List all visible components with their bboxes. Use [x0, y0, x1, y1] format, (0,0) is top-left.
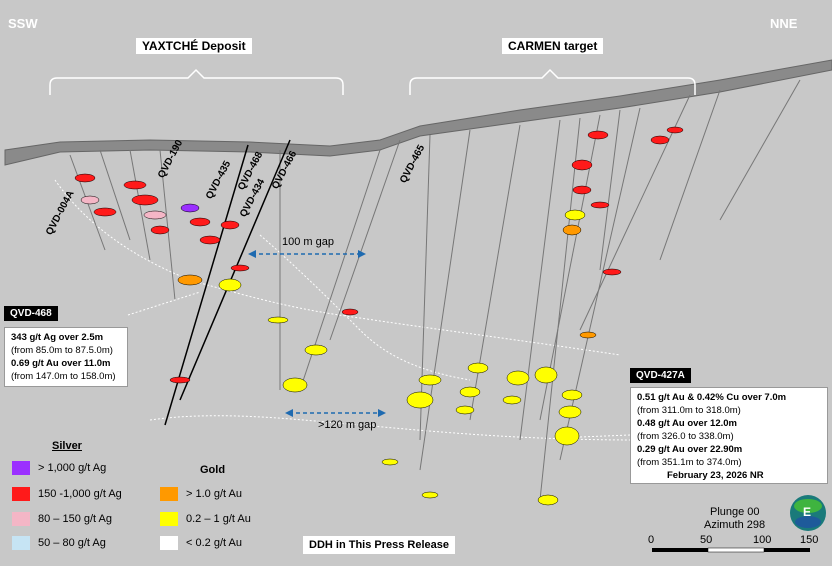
- legend-swatch: [160, 512, 178, 526]
- callout-427a-line: February 23, 2026 NR: [667, 470, 764, 481]
- legend-label: 80 – 150 g/t Ag: [38, 513, 113, 525]
- legend-swatch: [160, 536, 178, 550]
- legend-label: < 0.2 g/t Au: [186, 537, 242, 549]
- callout-468-line: (from 147.0m to 158.0m): [11, 371, 116, 382]
- dotted-boundary-upper: [54, 179, 621, 356]
- callout-468-line: 343 g/t Ag over 2.5m: [11, 332, 104, 343]
- compass-letter: E: [803, 505, 812, 519]
- legend-silver-item: 80 – 150 g/t Ag: [12, 512, 112, 526]
- yaxche-bracket: [49, 68, 344, 95]
- scale-tick-label: 0: [648, 534, 655, 546]
- release-label: DDH in This Press Release: [303, 536, 456, 554]
- legend-label: 50 – 80 g/t Ag: [38, 537, 106, 549]
- callout-427a-line: 0.29 g/t Au over 22.90m: [637, 444, 743, 455]
- legend-gold-title: Gold: [200, 464, 226, 476]
- legend-gold-item: 0.2 – 1 g/t Au: [160, 512, 251, 526]
- carmen-bracket: [409, 68, 696, 95]
- callout-427a-line: (from 351.1m to 374.0m): [637, 457, 742, 468]
- legend-label: 0.2 – 1 g/t Au: [186, 513, 251, 525]
- callout-468-header: QVD-468: [4, 306, 58, 321]
- legend-label: > 1,000 g/t Ag: [38, 462, 107, 474]
- plunge-label: Plunge 00: [710, 506, 760, 518]
- legend-swatch: [160, 487, 178, 501]
- yaxche-label: YAXTCHÉ Deposit: [136, 38, 252, 54]
- gap-label-lower: >120 m gap: [318, 419, 377, 431]
- direction-left: SSW: [8, 16, 38, 31]
- callout-468-line: 0.69 g/t Au over 11.0m: [11, 358, 111, 369]
- legend-silver-item: > 1,000 g/t Ag: [12, 461, 106, 475]
- callout-427a-header: QVD-427A: [630, 368, 691, 383]
- legend-silver-item: 50 – 80 g/t Ag: [12, 536, 106, 550]
- legend-silver-title: Silver: [52, 440, 82, 452]
- callout-468-line: (from 85.0m to 87.5.0m): [11, 345, 113, 356]
- gap-label-upper: 100 m gap: [282, 236, 334, 248]
- legend-silver-item: 150 -1,000 g/t Ag: [12, 487, 122, 501]
- callout-427a-line: (from 326.0 to 338.0m): [637, 431, 734, 442]
- compass-globe-icon: [790, 495, 826, 531]
- callout-468-box: 343 g/t Ag over 2.5m (from 85.0m to 87.5…: [4, 327, 128, 387]
- legend-gold-item: > 1.0 g/t Au: [160, 487, 242, 501]
- callout-427a-line: 0.51 g/t Au & 0.42% Cu over 7.0m: [637, 392, 787, 403]
- legend-swatch: [12, 461, 30, 475]
- direction-right: NNE: [770, 16, 798, 31]
- legend-label: > 1.0 g/t Au: [186, 488, 242, 500]
- callout-427a-leader: [579, 434, 631, 438]
- gold-intercepts: [177, 209, 597, 506]
- scale-tick-label: 50: [700, 534, 713, 546]
- silver-intercepts: [74, 126, 684, 384]
- legend-swatch: [12, 512, 30, 526]
- legend-label: 150 -1,000 g/t Ag: [38, 488, 122, 500]
- legend-swatch: [12, 487, 30, 501]
- azimuth-label: Azimuth 298: [704, 519, 766, 531]
- callout-468-leader: [127, 291, 201, 316]
- scale-bar: [652, 547, 810, 553]
- gap-arrows: [252, 253, 382, 414]
- topography-surface: [4, 59, 832, 166]
- callout-427a-box: 0.51 g/t Au & 0.42% Cu over 7.0m (from 3…: [630, 387, 828, 484]
- legend-swatch: [12, 536, 30, 550]
- callout-427a-line: 0.48 g/t Au over 12.0m: [637, 418, 737, 429]
- carmen-label: CARMEN target: [502, 38, 604, 54]
- scale-tick-label: 150: [800, 534, 819, 546]
- dotted-boundary-lower: [149, 415, 641, 441]
- legend-gold-item: < 0.2 g/t Au: [160, 536, 242, 550]
- scale-tick-label: 100: [753, 534, 772, 546]
- callout-427a-line: (from 311.0m to 318.0m): [637, 405, 741, 416]
- dotted-boundary-mid: [259, 234, 471, 381]
